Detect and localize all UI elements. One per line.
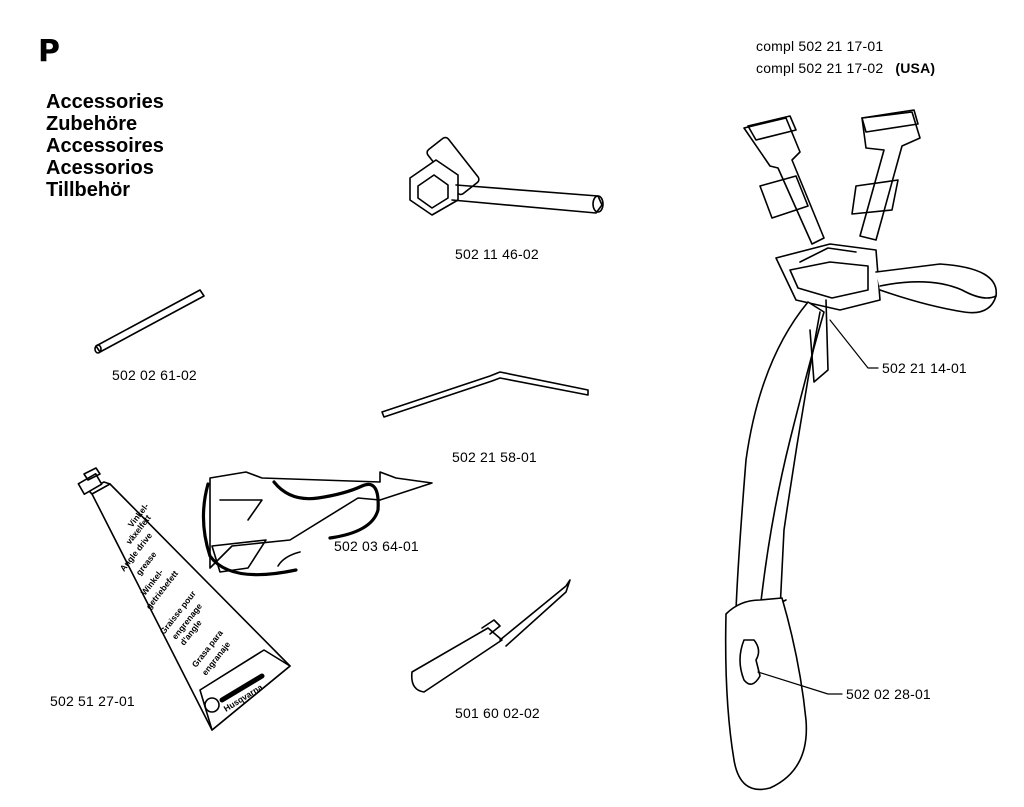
title-fr: Accessoires bbox=[46, 135, 164, 157]
screwdriver-icon bbox=[410, 579, 571, 693]
part-number-hook: 502 02 28-01 bbox=[846, 686, 931, 702]
part-number-guard: 502 03 64-01 bbox=[334, 538, 419, 554]
part-number-screwdriver: 501 60 02-02 bbox=[455, 705, 540, 721]
accessories-title-block: Accessories Zubehöre Accessoires Acessor… bbox=[46, 91, 164, 201]
title-en: Accessories bbox=[46, 91, 164, 113]
part-number-buckle: 502 21 14-01 bbox=[882, 360, 967, 376]
harness-part-number-2: compl 502 21 17-02 (USA) bbox=[756, 60, 935, 76]
usa-label: (USA) bbox=[895, 60, 936, 76]
title-de: Zubehöre bbox=[46, 113, 138, 135]
title-sv: Tillbehör bbox=[46, 179, 131, 201]
harness-part-number-1: compl 502 21 17-01 bbox=[756, 38, 884, 54]
grease-tube-icon bbox=[77, 467, 291, 731]
cutting-guard-icon bbox=[201, 471, 433, 577]
pin-icon bbox=[94, 289, 205, 354]
part-number-grease: 502 51 27-01 bbox=[50, 693, 135, 709]
section-letter: P bbox=[38, 34, 60, 69]
harness-icon bbox=[724, 109, 997, 791]
part-number-wrench: 502 11 46-02 bbox=[455, 246, 539, 262]
combination-wrench-icon bbox=[409, 136, 604, 216]
title-es: Acessorios bbox=[46, 157, 154, 179]
harness-part-number-2-text: compl 502 21 17-02 bbox=[756, 60, 884, 76]
part-number-pin: 502 02 61-02 bbox=[112, 367, 197, 383]
hex-key-icon bbox=[381, 371, 589, 418]
part-number-hex-key: 502 21 58-01 bbox=[452, 449, 537, 465]
